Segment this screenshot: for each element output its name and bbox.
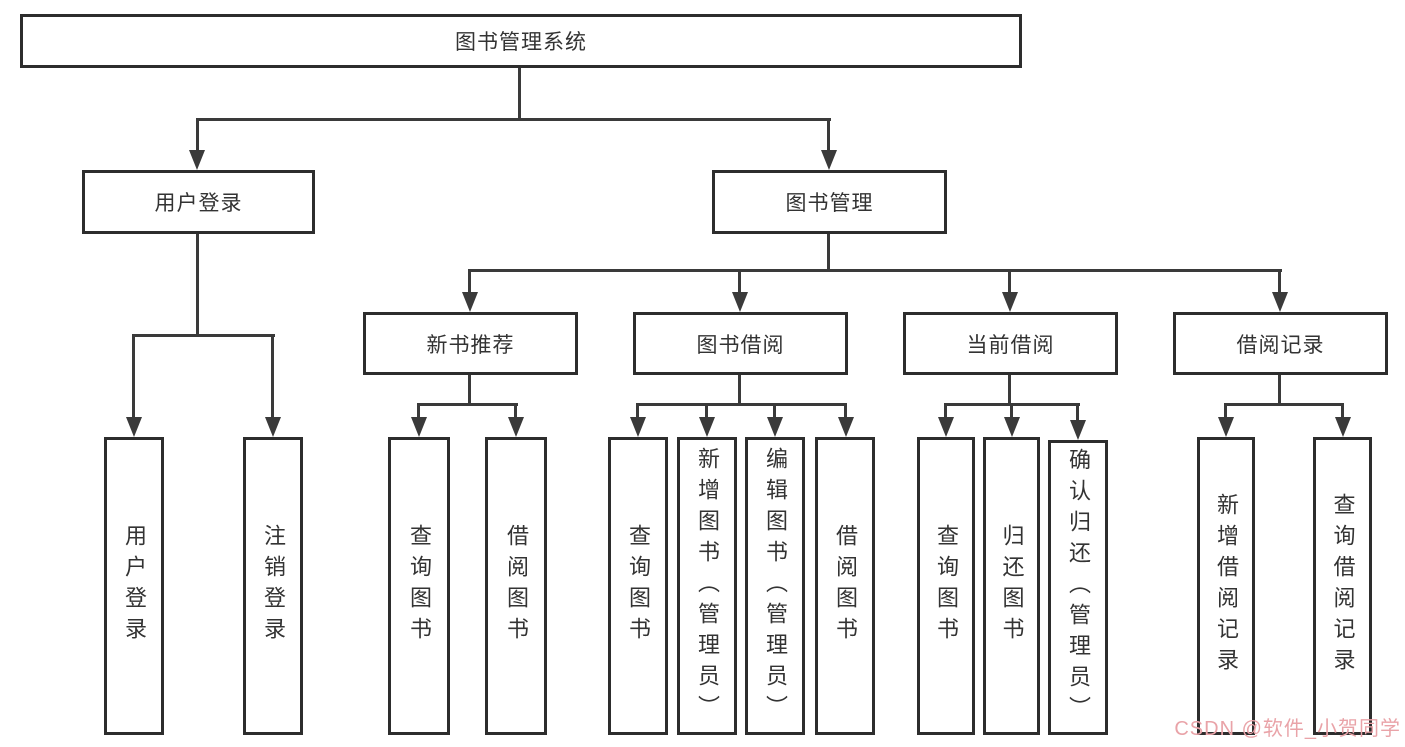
csdn-watermark: CSDN @软件_小贺同学	[1174, 718, 1401, 740]
leaf-borrow-books: 借阅图书	[815, 437, 875, 735]
arrow-g2-leaf-2	[1004, 417, 1020, 437]
arrow-g2-leaf-3	[1070, 420, 1086, 440]
leaf-label: 查询图书	[626, 524, 651, 648]
connector-g1-rail	[636, 403, 847, 406]
node-current-borrow: 当前借阅	[903, 312, 1118, 375]
connector-user-login-drop	[196, 234, 199, 337]
connector-g2-drop	[1008, 375, 1011, 406]
leaf-label: 确认归还（管理员）	[1066, 448, 1091, 727]
arrow-to-leaf-user-login	[126, 417, 142, 437]
arrow-g1-leaf-4	[838, 417, 854, 437]
leaf-query-borrow-record: 查询借阅记录	[1313, 437, 1372, 735]
connector-stem-current-borrow	[1008, 269, 1011, 295]
connector-g2-stem-3	[1076, 403, 1079, 421]
node-book-management: 图书管理	[712, 170, 947, 234]
connector-g1-stem-4	[844, 403, 847, 421]
leaf-label: 新增借阅记录	[1214, 493, 1239, 679]
leaf-label: 查询借阅记录	[1330, 493, 1356, 679]
leaf-confirm-return-admin: 确认归还（管理员）	[1048, 440, 1108, 735]
connector-g3-stem-1	[1224, 403, 1227, 421]
arrow-to-borrow-records	[1272, 292, 1288, 312]
leaf-label: 查询图书	[934, 524, 959, 648]
leaf-edit-book-admin: 编辑图书（管理员）	[745, 437, 805, 735]
node-label: 新书推荐	[426, 333, 515, 357]
leaf-return-books: 归还图书	[983, 437, 1040, 735]
leaf-user-login: 用户登录	[104, 437, 164, 735]
connector-stem-book-management	[827, 118, 830, 154]
node-label: 图书管理系统	[455, 31, 587, 54]
leaf-label: 归还图书	[999, 524, 1025, 648]
connector-stem-leaf-logout	[271, 334, 274, 420]
arrow-g3-leaf-2	[1335, 417, 1351, 437]
connector-g1-drop	[738, 375, 741, 406]
connector-user-login-rail	[132, 334, 275, 337]
connector-g1-stem-2	[705, 403, 708, 421]
arrow-to-book-borrow	[732, 292, 748, 312]
arrow-g1-leaf-3	[767, 417, 783, 437]
connector-g2-stem-1	[944, 403, 947, 421]
leaf-label: 用户登录	[122, 524, 147, 648]
leaf-add-book-admin: 新增图书（管理员）	[677, 437, 737, 735]
leaf-query-books-borrow: 查询图书	[608, 437, 668, 735]
leaf-label: 新增图书（管理员）	[695, 446, 720, 726]
arrow-g1-leaf-1	[630, 417, 646, 437]
arrow-g1-leaf-2	[699, 417, 715, 437]
node-label: 用户登录	[154, 192, 243, 215]
connector-stem-borrow-records	[1278, 269, 1281, 295]
leaf-add-borrow-record: 新增借阅记录	[1197, 437, 1255, 735]
connector-g1-stem-1	[636, 403, 639, 421]
arrow-g0-leaf-2	[508, 417, 524, 437]
leaf-logout: 注销登录	[243, 437, 303, 735]
node-new-book-recommend: 新书推荐	[363, 312, 578, 375]
node-label: 当前借阅	[966, 333, 1055, 357]
leaf-label: 查询图书	[407, 524, 432, 648]
leaf-borrow-books-recommend: 借阅图书	[485, 437, 547, 735]
arrow-to-new-book	[462, 292, 478, 312]
node-label: 图书借阅	[696, 333, 785, 357]
node-user-login: 用户登录	[82, 170, 315, 234]
node-label: 图书管理	[785, 192, 874, 215]
connector-g2-stem-2	[1010, 403, 1013, 421]
leaf-query-books-current: 查询图书	[917, 437, 975, 735]
leaf-query-books-recommend: 查询图书	[388, 437, 450, 735]
connector-book-mgmt-rail	[468, 269, 1282, 272]
connector-g3-drop	[1278, 375, 1281, 406]
connector-book-mgmt-drop	[827, 234, 830, 272]
node-label: 借阅记录	[1236, 333, 1325, 357]
connector-g0-stem-2	[514, 403, 517, 421]
leaf-label: 注销登录	[261, 524, 286, 648]
connector-root-drop	[518, 68, 521, 118]
connector-g3-stem-2	[1341, 403, 1344, 421]
leaf-label: 借阅图书	[833, 524, 858, 648]
connector-stem-user-login	[196, 118, 199, 154]
leaf-label: 编辑图书（管理员）	[763, 446, 788, 726]
arrow-to-leaf-logout	[265, 417, 281, 437]
connector-stem-leaf-user-login	[132, 334, 135, 420]
connector-root-rail	[196, 118, 831, 121]
connector-g0-rail	[417, 403, 518, 406]
connector-stem-book-borrow	[738, 269, 741, 295]
arrow-g3-leaf-1	[1218, 417, 1234, 437]
node-book-borrow: 图书借阅	[633, 312, 848, 375]
node-library-management-system: 图书管理系统	[20, 14, 1022, 68]
leaf-label: 借阅图书	[504, 524, 529, 648]
connector-g1-stem-3	[773, 403, 776, 421]
node-borrow-records: 借阅记录	[1173, 312, 1388, 375]
arrow-to-book-management	[821, 150, 837, 170]
arrow-to-current-borrow	[1002, 292, 1018, 312]
arrow-g0-leaf-1	[411, 417, 427, 437]
arrow-to-user-login	[189, 150, 205, 170]
connector-stem-new-book	[468, 269, 471, 295]
connector-g0-stem-1	[417, 403, 420, 421]
connector-g3-rail	[1224, 403, 1344, 406]
arrow-g2-leaf-1	[938, 417, 954, 437]
connector-g0-drop	[468, 375, 471, 406]
